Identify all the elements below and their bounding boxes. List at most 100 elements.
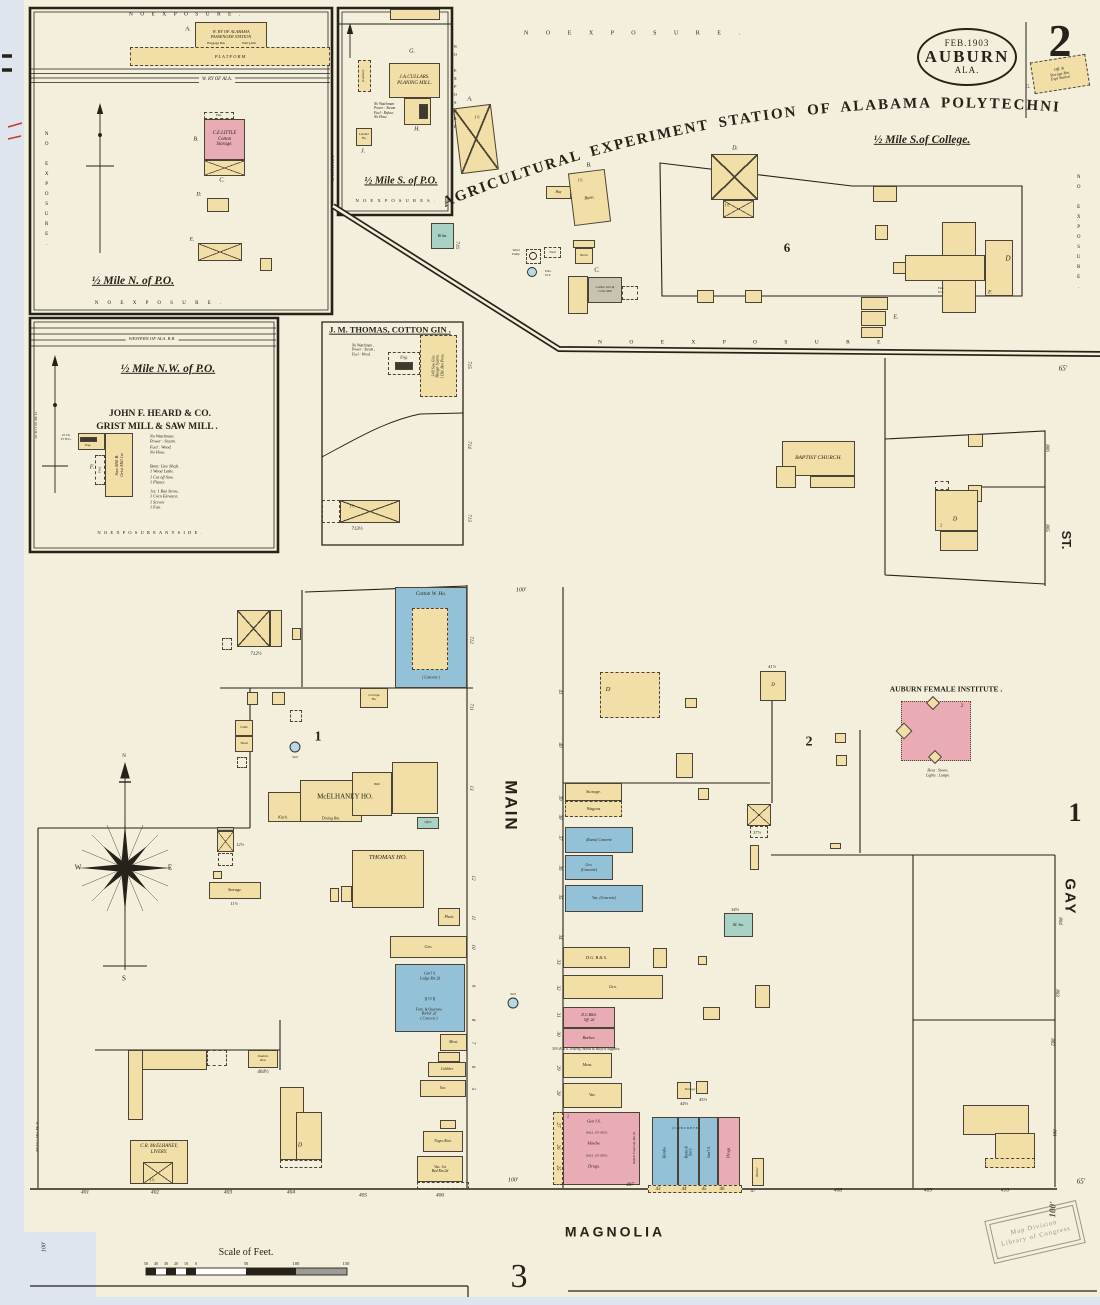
business-label: JOHN F. HEARD & CO. xyxy=(108,409,212,420)
building: Gro. xyxy=(563,975,663,999)
building xyxy=(893,262,906,274)
map-label: 36 xyxy=(557,865,563,871)
building: Gro. (Concrete) xyxy=(565,855,613,880)
building xyxy=(935,490,978,531)
building-label: Lumber Ho. xyxy=(359,132,369,140)
building-label: Cotton Gin & Grist Mill xyxy=(595,285,615,293)
building: Wagons xyxy=(565,801,622,817)
map-label: 402 xyxy=(150,1189,160,1196)
street-label-magnolia: MAGNOLIA xyxy=(564,1223,666,1240)
map-label: 41 xyxy=(557,689,563,695)
wind-pump xyxy=(529,252,537,260)
map-label: 5 xyxy=(470,1087,476,1091)
building-label: Office xyxy=(424,820,432,825)
building xyxy=(653,948,667,968)
page-number: 3 xyxy=(510,1257,528,1295)
building xyxy=(280,1160,322,1168)
building: Lumber Ho. xyxy=(356,128,372,146)
building xyxy=(296,1112,322,1160)
building xyxy=(698,956,707,965)
section-label: ½ Mile S. of P.O. xyxy=(364,175,438,187)
building-label: Platf. xyxy=(97,466,102,474)
map-line xyxy=(220,585,473,828)
north-arrow-icon xyxy=(51,355,59,366)
building-label: Vac. xyxy=(588,1092,597,1098)
building xyxy=(861,311,886,326)
map-label: A. xyxy=(467,96,473,103)
building-label: Vac. (Concrete) xyxy=(592,896,616,901)
map-label: D xyxy=(1005,254,1011,263)
scale-tick: 50 xyxy=(144,1261,148,1266)
platform: P L A T F O R M xyxy=(130,47,330,66)
map-label: ( Concrete ) xyxy=(421,675,441,680)
building xyxy=(260,258,272,271)
building: D.G.B&S. Off. 2d xyxy=(563,1007,615,1028)
scale-tick: 150 xyxy=(343,1261,351,1266)
building xyxy=(237,610,270,647)
building xyxy=(677,1082,691,1099)
map-label: Well xyxy=(292,755,298,759)
building xyxy=(750,826,768,838)
genl-store-block xyxy=(563,1112,640,1185)
building-label: Students Rms xyxy=(257,1054,269,1062)
building xyxy=(750,845,759,870)
well xyxy=(289,741,301,753)
map-label: 403 xyxy=(223,1189,233,1196)
blacksmith: Bl.Sm. xyxy=(431,223,454,249)
section-label: ½ Mile N.W. of P.O. xyxy=(120,362,216,375)
building: Barber xyxy=(752,1158,764,1186)
map-label: 12 xyxy=(470,875,476,881)
map-line xyxy=(42,360,68,493)
map-line xyxy=(771,854,1056,1188)
building-label: Hardw. xyxy=(661,1145,667,1159)
building-label: Gro. (Concrete) xyxy=(580,863,598,872)
map-label: 35 xyxy=(557,894,563,900)
street-label-st: ST. xyxy=(1059,530,1075,550)
map-label: ][ O ][ xyxy=(424,996,436,1002)
building-label: Storage. xyxy=(227,887,243,893)
map-label: N O E X P O S U R E . xyxy=(128,11,244,18)
building xyxy=(237,757,247,768)
map-label: Storage xyxy=(684,1086,696,1091)
map-label: 65' xyxy=(1076,1177,1086,1186)
building xyxy=(745,290,762,303)
map-label: D xyxy=(952,516,958,523)
map-label: 100' xyxy=(41,1241,48,1253)
building xyxy=(340,500,400,523)
map-label: 805 xyxy=(1044,524,1050,532)
map-label: 16 Ch. 35' H.G. xyxy=(60,433,72,441)
block-number: 1 xyxy=(1068,797,1082,827)
map-label: Heat : Stoves. Lights : Lamps. xyxy=(926,768,950,777)
scale-tick: 0 xyxy=(195,1261,197,1266)
map-circle xyxy=(53,403,57,407)
building xyxy=(143,1162,173,1184)
map-label: 65' xyxy=(1058,364,1068,373)
map-label: E xyxy=(167,863,173,872)
map-label: N xyxy=(122,753,126,759)
map-label: NO EXPOSURE xyxy=(452,44,458,132)
building xyxy=(747,804,771,826)
building: Vac. xyxy=(420,1080,466,1097)
building: Gro. xyxy=(390,936,467,958)
building-label: D.G.B&S. Off. 2d xyxy=(581,1013,597,1022)
map-label: E. xyxy=(189,236,195,243)
building xyxy=(835,733,846,743)
map-label: 716 xyxy=(454,241,460,249)
map-label: 714 xyxy=(466,441,472,449)
map-label: 2 xyxy=(960,703,964,709)
building xyxy=(723,200,754,218)
map-label: 7 xyxy=(470,1041,476,1045)
map-line xyxy=(7,122,23,140)
map-label: 37 xyxy=(557,835,563,841)
building xyxy=(875,225,888,240)
map-label: 801 xyxy=(1051,1129,1057,1137)
map-label: HALL 1ST ONLY. xyxy=(586,1131,608,1135)
building xyxy=(378,999,395,1006)
building-label: Storage. xyxy=(586,789,601,795)
building: Meat. xyxy=(563,1053,612,1078)
building-label: Books & Stat'y xyxy=(684,1145,693,1159)
building-label: Saw Mill B. Grist Mill 1st xyxy=(113,453,124,477)
map-label: Elev. W.T. xyxy=(937,286,945,294)
thomas-house: THOMAS HO. xyxy=(352,850,424,908)
